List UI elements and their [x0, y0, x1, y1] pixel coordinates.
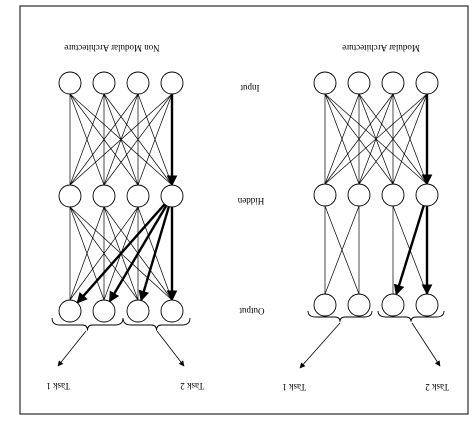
left-input-hidden-connection	[69, 93, 139, 186]
left-hidden-unit	[160, 184, 184, 208]
right-output-unit	[347, 293, 371, 317]
left-hidden-unit	[58, 184, 82, 208]
left-output-unit	[160, 299, 184, 323]
left-task1-brace	[51, 317, 124, 331]
right-task2-brace	[377, 310, 445, 322]
right-task-1-label: Task 1	[282, 382, 306, 392]
left-input-unit	[160, 71, 184, 95]
left-task2-arrow	[156, 330, 185, 367]
left-input-unit	[92, 71, 116, 95]
left-hidden-output-connection	[69, 206, 139, 301]
right-module1-connection	[324, 205, 360, 295]
right-input-unit	[313, 71, 337, 95]
right-hidden-unit	[381, 183, 405, 207]
left-panel-title: Non Modular Architecture	[64, 43, 159, 53]
hidden-layer-label: Hidden	[237, 196, 264, 206]
right-task-2-label: Task 2	[425, 382, 449, 392]
right-output-unit	[381, 293, 405, 317]
task-annotations	[51, 310, 445, 369]
left-hidden-output-bold-arrow	[76, 203, 166, 304]
right-input-hidden-connection	[392, 93, 428, 185]
left-input-unit	[126, 71, 150, 95]
right-module2-bold-arrow	[393, 205, 425, 296]
left-hidden-unit	[92, 184, 116, 208]
left-task-1-label: Task 1	[46, 381, 70, 391]
left-hidden-output-bold-arrow	[109, 204, 168, 303]
right-panel-title: Modular Architecture	[342, 43, 420, 53]
right-input-unit	[347, 71, 371, 95]
left-hidden-output-bold-arrow	[138, 206, 171, 302]
right-input-unit	[381, 71, 405, 95]
left-output-unit	[58, 299, 82, 323]
left-output-unit	[126, 299, 150, 323]
right-hidden-unit	[313, 183, 337, 207]
right-input-hidden-connection	[324, 93, 428, 185]
right-output-unit	[415, 293, 439, 317]
left-hidden-unit	[126, 184, 150, 208]
right-task1-arrow	[299, 322, 341, 369]
right-input-hidden-connection	[324, 93, 394, 185]
left-task1-arrow	[57, 330, 87, 367]
left-task-2-label: Task 2	[180, 381, 204, 391]
input-layer-label: Input	[240, 83, 259, 93]
connections	[69, 93, 433, 304]
right-output-unit	[313, 293, 337, 317]
left-input-unit	[58, 71, 82, 95]
left-hidden-output-connection	[69, 206, 105, 301]
right-input-hidden-connection	[358, 93, 428, 185]
output-layer-label: Output	[239, 306, 265, 316]
right-task2-arrow	[411, 322, 441, 367]
left-input-hidden-connection	[137, 93, 173, 186]
left-output-unit	[92, 299, 116, 323]
figure-frame	[19, 5, 469, 415]
units	[58, 71, 439, 323]
left-input-hidden-connection	[103, 93, 173, 186]
left-input-hidden-connection	[69, 93, 173, 186]
left-input-hidden-connection	[69, 93, 105, 186]
right-hidden-unit	[347, 183, 371, 207]
right-input-unit	[415, 71, 439, 95]
right-task1-brace	[307, 310, 373, 322]
right-input-hidden-connection	[324, 93, 360, 185]
left-task2-brace	[122, 317, 191, 331]
right-hidden-unit	[415, 183, 439, 207]
